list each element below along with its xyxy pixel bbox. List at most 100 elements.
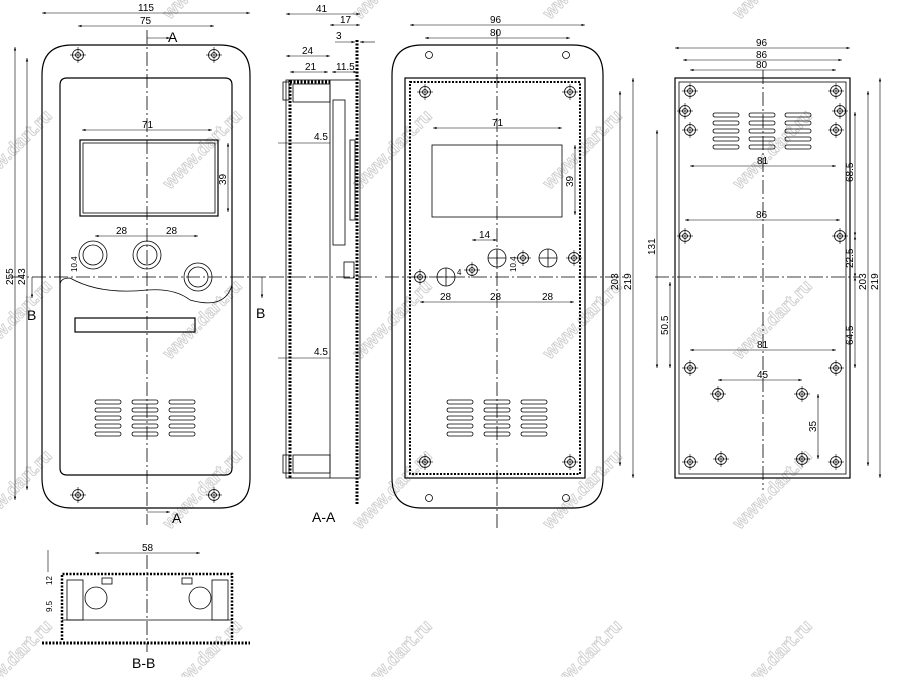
watermark-text: www.dart.ru [0, 0, 56, 24]
dim-22-5: 22.5 [845, 248, 856, 268]
watermark-text: www.dart.ru [728, 276, 816, 364]
watermark-text: www.dart.ru [728, 106, 816, 194]
section-a-marker-top: A [168, 29, 178, 45]
dim-58: 58 [142, 543, 154, 554]
dim-height-255: 255 [5, 268, 16, 285]
section-a-a-label: A-A [312, 509, 336, 525]
dim-14: 14 [479, 230, 491, 241]
dim-width-115: 115 [138, 3, 154, 14]
vent-slot [131, 423, 159, 429]
vent-slot [712, 144, 740, 150]
vent-slot [168, 415, 196, 421]
inner-view: 96 80 71 39 14 28 28 28 10.4 4 203 219 [385, 15, 635, 530]
vent-slot [712, 136, 740, 142]
dim-inner-4: 4 [457, 268, 462, 277]
dim-inner-28-c: 28 [542, 292, 554, 303]
dim-21: 21 [305, 62, 317, 73]
dim-back-86: 86 [756, 50, 768, 61]
vent-slot [168, 431, 196, 437]
section-b-marker-right: B [256, 305, 265, 321]
watermark-text: www.dart.ru [538, 446, 626, 534]
dim-inner-28-b: 28 [490, 292, 502, 303]
dim-inner-219: 219 [623, 273, 634, 290]
vent-slot [131, 407, 159, 413]
watermark-text: www.dart.ru [728, 0, 816, 24]
watermark-text: www.dart.ru [538, 616, 626, 677]
vent-slot [446, 399, 474, 405]
dim-inner-203: 203 [610, 273, 621, 290]
vent-slot [131, 415, 159, 421]
dim-11-5: 11.5 [336, 62, 355, 73]
watermark-text: www.dart.ru [728, 616, 816, 677]
dim-68-5: 68.5 [845, 162, 856, 182]
section-b-b-label: B-B [132, 655, 155, 671]
dim-depth-41: 41 [316, 4, 328, 15]
dim-height-243: 243 [17, 268, 28, 285]
dim-holes-45: 45 [757, 370, 769, 381]
section-a-marker-bottom: A [172, 510, 182, 526]
vent-slot [168, 407, 196, 413]
front-view: A A B B 115 75 71 39 28 28 255 243 10.4 [5, 3, 270, 526]
dim-back-219: 219 [870, 273, 881, 290]
dim-offset-10-4: 10.4 [70, 256, 79, 272]
vent-slot [131, 399, 159, 405]
watermark-text: www.dart.ru [158, 616, 246, 677]
vent-slot [520, 415, 548, 421]
vent-slot [748, 112, 776, 118]
dim-4-5-top: 4.5 [314, 132, 328, 143]
vent-slot [520, 431, 548, 437]
dim-display-71: 71 [142, 120, 154, 131]
watermark-text: www.dart.ru [538, 0, 626, 24]
vent-slot [748, 120, 776, 126]
vent-slot [94, 415, 122, 421]
vent-slot [446, 431, 474, 437]
dim-inner-71: 71 [492, 118, 504, 129]
dim-inner-39: 39 [565, 175, 576, 187]
vent-slot [748, 128, 776, 134]
dim-back-80: 80 [756, 60, 768, 71]
watermark-text: www.dart.ru [348, 616, 436, 677]
dim-inner-10-4: 10.4 [509, 256, 518, 272]
dim-9-5: 9.5 [45, 600, 54, 612]
vent-slot [168, 423, 196, 429]
vent-slot [520, 423, 548, 429]
watermark-text: www.dart.ru [0, 106, 56, 194]
dim-display-39: 39 [218, 173, 229, 185]
dim-35: 35 [808, 420, 819, 432]
dim-knob-28-b: 28 [166, 226, 178, 237]
dim-back-96: 96 [756, 38, 768, 49]
dim-knob-28-a: 28 [116, 226, 128, 237]
vent-slot [94, 407, 122, 413]
dim-holes-81: 81 [757, 340, 769, 351]
side-view-a-a: 41 17 3 24 21 11.5 4.5 4.5 A-A [270, 4, 380, 525]
vent-slot [712, 112, 740, 118]
dim-holes-75: 75 [140, 16, 152, 27]
vent-slot [94, 423, 122, 429]
dim-50-5: 50.5 [660, 315, 671, 335]
dim-17: 17 [340, 15, 352, 26]
section-b-b: 58 12 9.5 B-B [42, 543, 250, 671]
watermark-text: www.dart.ru [0, 446, 56, 534]
watermark-text: www.dart.ru [158, 276, 246, 364]
vent-slot [168, 399, 196, 405]
dim-holes-86: 86 [756, 210, 768, 221]
dim-3: 3 [336, 31, 342, 42]
dim-4-5-bottom: 4.5 [314, 347, 328, 358]
section-b-marker-left: B [27, 307, 36, 323]
vent-slot [520, 399, 548, 405]
watermark-text: www.dart.ru [158, 106, 246, 194]
dim-inner-96: 96 [490, 15, 502, 26]
vent-slot [712, 128, 740, 134]
vent-slot [94, 431, 122, 437]
dim-vent-81: 81 [757, 156, 769, 167]
vent-slot [520, 407, 548, 413]
dim-inner-28-a: 28 [440, 292, 452, 303]
watermark-text: www.dart.ru [538, 106, 626, 194]
watermark-text: www.dart.ru [0, 616, 56, 677]
dim-inner-80: 80 [490, 28, 502, 39]
watermark-text: www.dart.ru [348, 0, 436, 24]
dim-back-203: 203 [858, 273, 869, 290]
vent-slot [131, 431, 159, 437]
